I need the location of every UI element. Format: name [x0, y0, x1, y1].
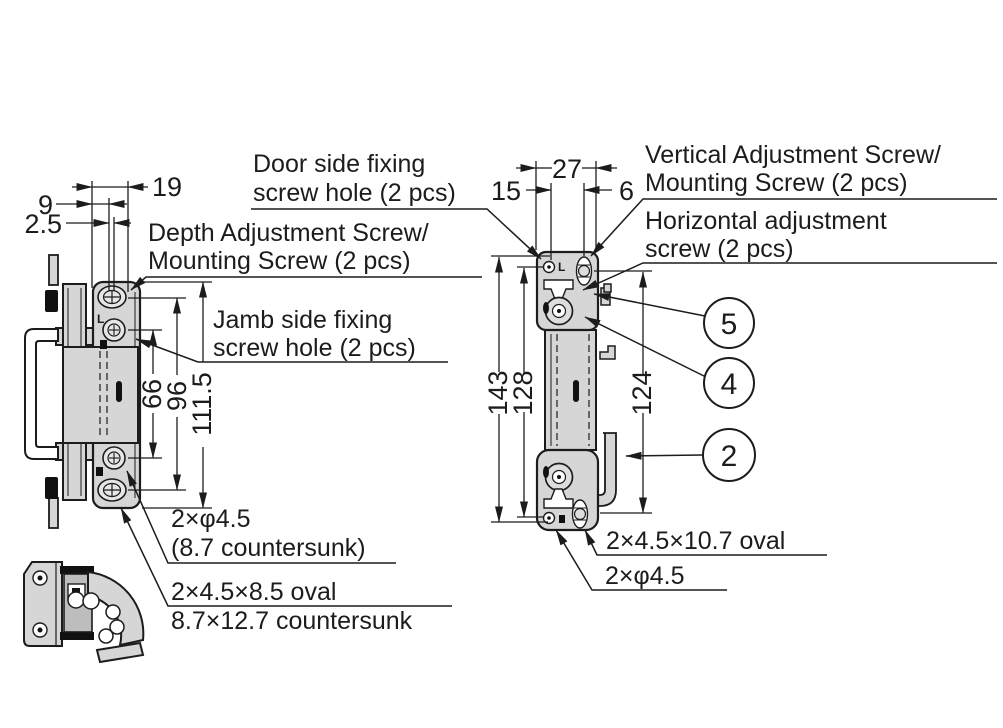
- callout-2-number: 2: [721, 440, 738, 473]
- callout-circle-2: [702, 428, 756, 482]
- dim-text-19: 19: [152, 172, 182, 202]
- callout-circles: 5 4 2: [702, 297, 756, 482]
- leader-callout-2: [625, 451, 704, 460]
- jamb-fixing-screw-top: [102, 318, 126, 342]
- dim-text-111-5: 111.5: [187, 372, 217, 436]
- right-hole-note-2: 2×φ4.5: [605, 562, 684, 590]
- edge-body: [544, 329, 597, 451]
- dim-text-143: 143: [483, 370, 513, 415]
- left-hole-note-1a: 2×φ4.5: [171, 505, 250, 533]
- right-plate-mark: L: [558, 260, 565, 274]
- door-panel-bracket: [24, 328, 59, 460]
- open-position-view: [23, 561, 145, 664]
- jamb-side-label-1: Jamb side fixing: [213, 306, 392, 334]
- leader-horizontal-adjustment: [582, 262, 997, 291]
- edge-view: L: [535, 250, 617, 532]
- horizontal-adjustment-label-2: screw (2 pcs): [645, 235, 794, 263]
- depth-adjustment-label-2: Mounting Screw (2 pcs): [148, 247, 411, 275]
- leader-right-hole-2: [555, 529, 727, 591]
- dim-text-66: 66: [137, 379, 167, 409]
- jamb-fixing-screw-bottom: [102, 446, 126, 470]
- callout-5-number: 5: [721, 308, 738, 341]
- dimensions-front-view: [56, 181, 212, 509]
- dim-text-96: 96: [162, 381, 192, 411]
- dimension-texts: 19 9 2.5 66 96 111.5 27 15 6 143 128 124: [24, 154, 657, 436]
- leader-door-side: [251, 208, 542, 260]
- leader-depth-adjustment: [130, 276, 482, 291]
- vertical-adjustment-screw-bottom: [571, 499, 589, 529]
- dim-text-124: 124: [627, 370, 657, 415]
- horizontal-adjustment-screw-bottom: [543, 462, 574, 492]
- right-hole-note-1: 2×4.5×10.7 oval: [606, 527, 785, 555]
- depth-adjustment-label-1: Depth Adjustment Screw/: [148, 219, 429, 247]
- leader-right-hole-1: [584, 529, 827, 556]
- arm-foot: [95, 641, 145, 664]
- front-view: L: [24, 254, 142, 529]
- leader-jamb-side: [135, 338, 448, 363]
- leader-callout-5: [593, 293, 706, 317]
- dimensions-edge-view: [491, 161, 652, 523]
- door-side-label-2: screw hole (2 pcs): [253, 179, 456, 207]
- left-hole-note-2a: 2×4.5×8.5 oval: [171, 578, 336, 606]
- dim-text-27: 27: [552, 154, 582, 184]
- hinge-knuckle: [45, 477, 58, 499]
- vertical-adjustment-label-2: Mounting Screw (2 pcs): [645, 169, 908, 197]
- door-side-label-1: Door side fixing: [253, 150, 425, 178]
- callout-circle-5: [703, 297, 755, 349]
- dim-text-15: 15: [491, 176, 521, 206]
- dim-text-2-5: 2.5: [24, 209, 62, 239]
- callout-4-number: 4: [721, 368, 738, 401]
- horizontal-adjustment-screw-top: [543, 296, 574, 326]
- leader-callout-4: [584, 316, 707, 378]
- left-hole-note-2b: 8.7×12.7 countersunk: [171, 607, 413, 635]
- dim-text-6: 6: [619, 176, 634, 206]
- left-plate-mark: L: [97, 312, 104, 326]
- jamb-side-label-2: screw hole (2 pcs): [213, 334, 416, 362]
- vertical-adjustment-label-1: Vertical Adjustment Screw/: [645, 141, 941, 169]
- depth-adjustment-screw-bottom: [97, 478, 127, 502]
- vertical-adjustment-screw-top: [575, 256, 593, 286]
- annotation-labels: Door side fixing screw hole (2 pcs) Dept…: [148, 141, 941, 635]
- leader-left-hole-1: [126, 470, 396, 564]
- left-hole-note-1b: (8.7 countersunk): [171, 534, 366, 562]
- dim-text-128: 128: [508, 370, 538, 415]
- case-slot: [116, 381, 122, 402]
- callout-circle-4: [703, 357, 755, 409]
- depth-adjustment-screw-top: [97, 285, 127, 309]
- dim-text-9: 9: [38, 190, 53, 220]
- leader-lines: [120, 198, 997, 607]
- horizontal-adjustment-label-1: Horizontal adjustment: [645, 207, 887, 235]
- leader-vertical-adjustment: [590, 198, 997, 257]
- leader-left-hole-2: [120, 507, 452, 607]
- hinge-knuckle: [45, 290, 58, 312]
